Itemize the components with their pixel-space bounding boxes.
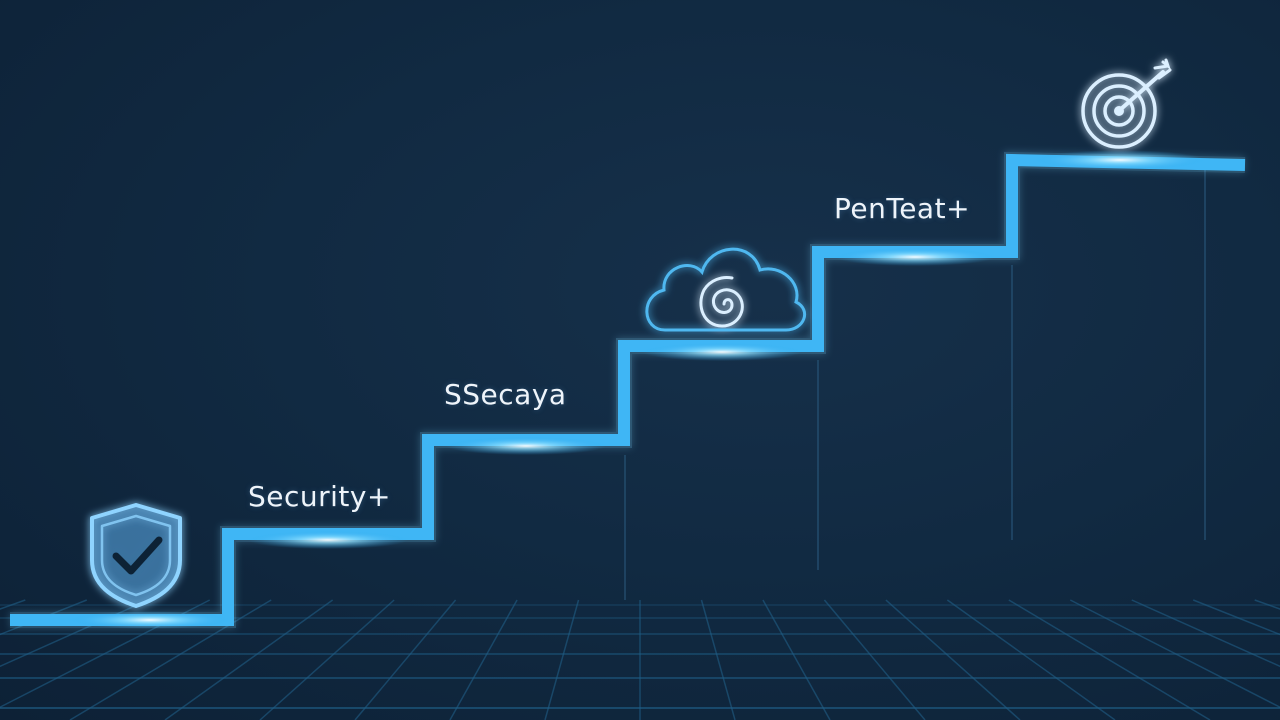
grid-radial-line <box>946 599 1116 720</box>
grid-radial-line <box>259 599 395 720</box>
step-1-glow <box>70 611 230 629</box>
grid-radial-line <box>1131 599 1280 668</box>
step-3-glow <box>446 437 606 455</box>
step-5-glow <box>835 248 995 266</box>
target-arrow-icon <box>1081 58 1172 149</box>
step-2-label: Security+ <box>248 480 391 513</box>
grid-radial-line <box>1008 599 1211 720</box>
step-support-lines <box>624 170 1206 600</box>
step-3-label: SSecaya <box>444 378 567 411</box>
grid-radial-line <box>1192 599 1280 636</box>
grid-radial-line <box>885 599 1021 720</box>
step-2-glow <box>248 531 408 549</box>
step-glow-pads <box>70 150 1205 629</box>
staircase-line <box>10 153 1246 626</box>
grid-radial-line <box>164 599 334 720</box>
grid-radial-line <box>1069 599 1280 709</box>
shield-check-icon <box>90 503 182 608</box>
grid-radial-line <box>700 599 736 720</box>
grid-radial-line <box>69 599 272 720</box>
step-6-glow <box>1035 150 1205 170</box>
grid-radial-line <box>354 599 457 720</box>
grid-radial-line <box>544 599 580 720</box>
step-4-glow <box>642 343 802 361</box>
step-5-label: PenTeat+ <box>834 192 971 225</box>
grid-lines <box>0 599 1280 720</box>
grid-radial-line <box>449 599 518 720</box>
grid-radial-line <box>823 599 926 720</box>
cloud-spiral-icon <box>645 247 807 332</box>
grid-radial-line <box>762 599 831 720</box>
